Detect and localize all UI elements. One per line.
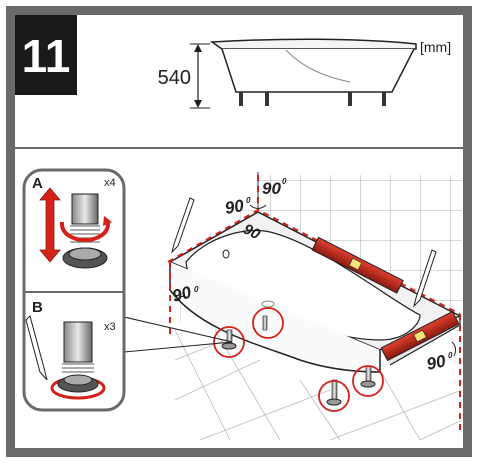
angle-label: 90 — [240, 221, 263, 244]
leg-highlight-circles — [213, 307, 384, 412]
angle-label: 90 — [425, 351, 448, 374]
spirit-level-front — [380, 310, 460, 362]
detail-a — [39, 187, 112, 269]
angle-label: 90 — [262, 179, 281, 198]
spirit-level-back — [311, 236, 404, 294]
angle-labels: 90 0 90 0 90 90 0 90 0 — [170, 177, 453, 374]
up-down-arrow-icon — [39, 187, 61, 263]
angle-arcs — [175, 204, 457, 357]
detail-b-letter: B — [32, 299, 43, 316]
detail-a-letter: A — [32, 175, 43, 192]
degree-mark: 0 — [282, 177, 287, 186]
floor-tiles — [174, 329, 463, 441]
detail-a-count: x4 — [104, 177, 116, 189]
pencil-icon — [171, 197, 437, 308]
unit-label: [mm] — [420, 39, 451, 55]
degree-mark: 0 — [246, 196, 251, 205]
degree-mark: 0 — [194, 285, 199, 294]
angle-label: 90 — [223, 196, 245, 218]
rotate-arrow-icon — [60, 221, 110, 242]
step-badge — [15, 15, 77, 95]
degree-mark: 0 — [448, 351, 453, 360]
bathtub — [168, 211, 462, 373]
detail-b — [25, 315, 106, 400]
step-number: 11 — [22, 30, 71, 82]
adjustable-legs — [221, 315, 376, 406]
detail-b-count: x3 — [104, 321, 116, 333]
pencil-icon — [25, 315, 48, 381]
tub-side-elevation — [190, 38, 417, 109]
height-dimension: 540 — [158, 67, 191, 89]
